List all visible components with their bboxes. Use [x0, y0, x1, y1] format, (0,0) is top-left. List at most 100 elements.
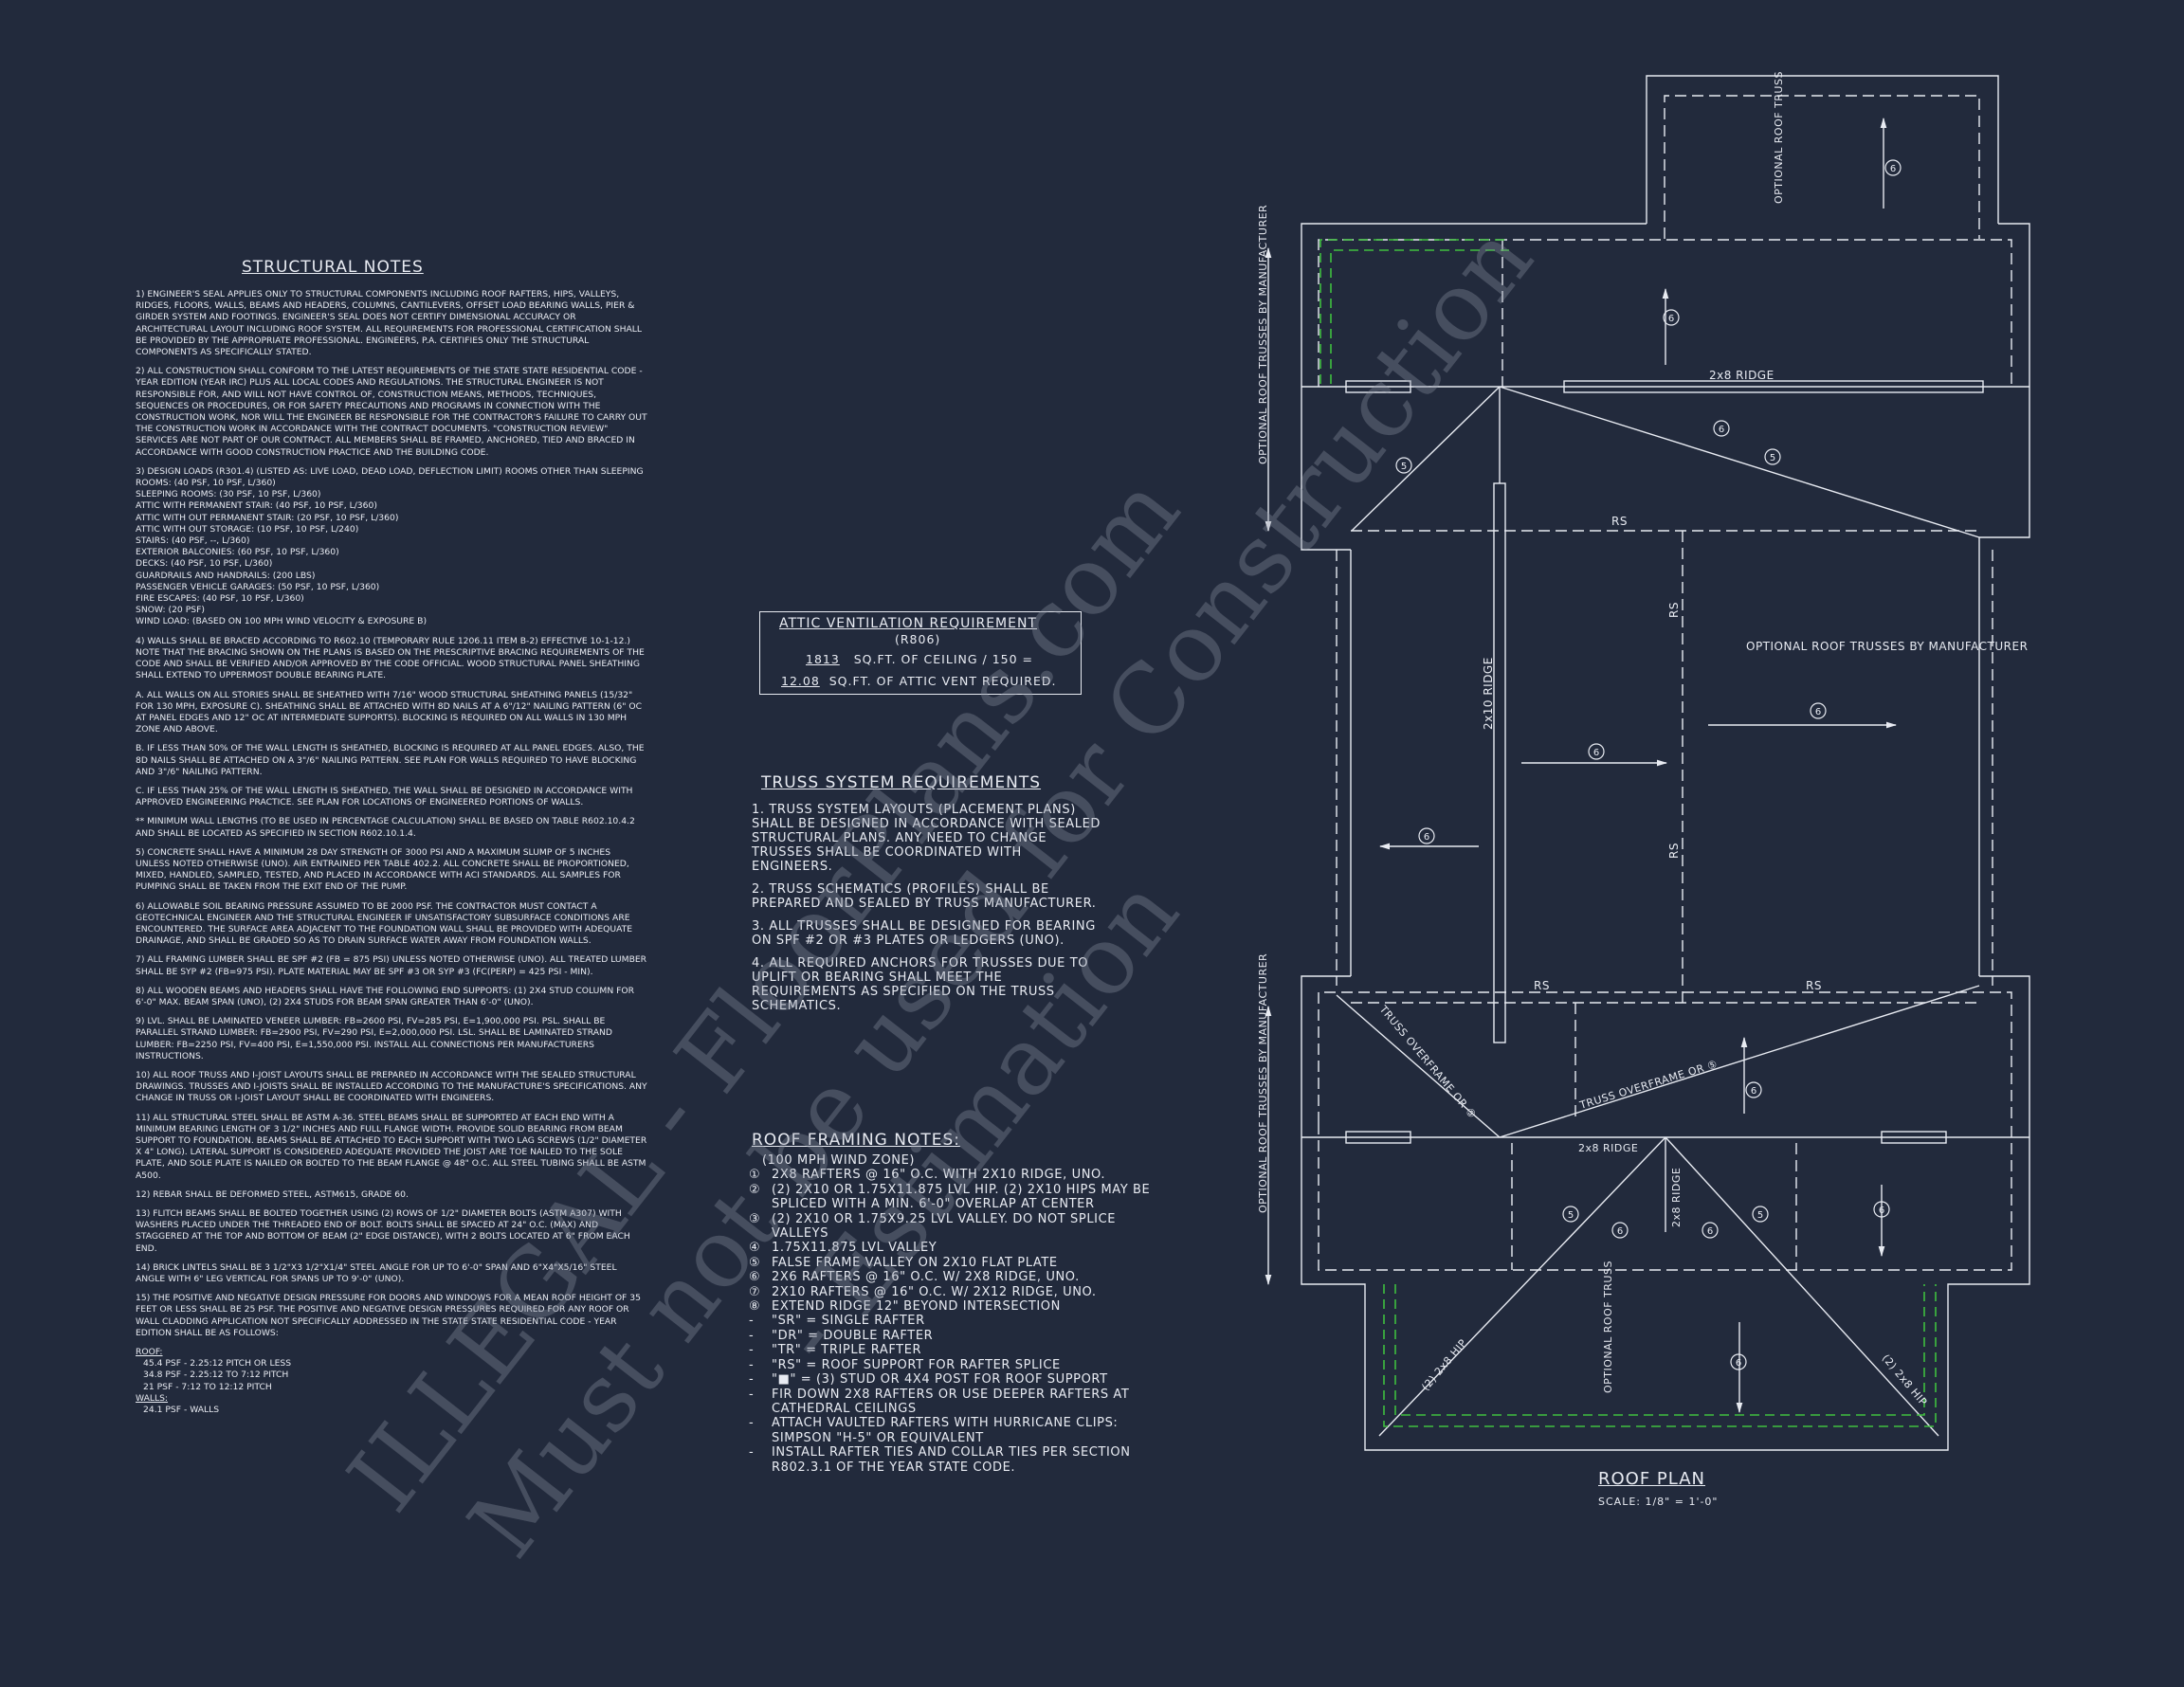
- roof-framing-item: - "SR" = SINGLE RAFTER: [749, 1314, 1175, 1328]
- roof-framing-item: ② (2) 2x10 OR 1.75x11.875 LVL HIP. (2) 2x…: [749, 1183, 1175, 1212]
- tag-5: [1764, 448, 1781, 465]
- roof-framing-item-text: 2x8 RAFTERS @ 16" O.C. WITH 2x10 RIDGE, …: [772, 1168, 1106, 1183]
- ceiling-area-row: 1813 SQ.FT. OF CEILING / 150 =: [806, 652, 1033, 666]
- attic-ventilation-box: ATTIC VENTILATION REQUIREMENT (R806) 181…: [759, 611, 1082, 695]
- tag-5: [1562, 1206, 1579, 1223]
- structural-note-paragraph: 8) ALL WOODEN BEAMS AND HEADERS SHALL HA…: [136, 985, 635, 1007]
- roof-framing-item-key: -: [749, 1357, 755, 1372]
- tag-6-label: 6: [1707, 1226, 1713, 1237]
- truss-item: 4. ALL REQUIRED ANCHORS FOR TRUSSES DUE …: [752, 956, 1089, 1013]
- label-rs-lower-left: RS: [1534, 979, 1550, 992]
- label-optional-truss-top: OPTIONAL ROOF TRUSS: [1773, 71, 1785, 204]
- roof-framing-item: - "RS" = ROOF SUPPORT FOR RAFTER SPLICE: [749, 1358, 1175, 1372]
- truss-item: 1. TRUSS SYSTEM LAYOUTS (PLACEMENT PLANS…: [752, 803, 1101, 874]
- structural-note-paragraph: a. ALL WALLS ON ALL STORIES SHALL BE SHE…: [136, 689, 643, 735]
- tag-6-label: 6: [1879, 1206, 1884, 1216]
- label-optional-trusses-left-top: OPTIONAL ROOF TRUSSES BY MANUFACTURER: [1257, 205, 1269, 464]
- roof-framing-item-text: (2) 2x10 OR 1.75x11.875 LVL HIP. (2) 2x1…: [772, 1182, 1151, 1212]
- roof-framing-item-key: ⑥: [749, 1270, 761, 1285]
- walls-pressure-label: WALLS:: [136, 1392, 169, 1404]
- tag-6: [1713, 420, 1730, 437]
- roof-framing-item: -"TR" = TRIPLE RAFTER: [749, 1343, 1175, 1357]
- tag-6: [1884, 159, 1902, 176]
- roof-framing-item-text: INSTALL RAFTER TIES AND COLLAR TIES PER …: [772, 1445, 1131, 1475]
- structural-note-paragraph: 9) LVL. SHALL BE LAMINATED VENEER LUMBER…: [136, 1016, 612, 1061]
- truss-item: 2. TRUSS SCHEMATICS (PROFILES) SHALL BE …: [752, 882, 1097, 911]
- roof-framing-item-key: -: [749, 1372, 755, 1388]
- roof-plan-drawing: 6 6 6 5 5 6 6 6 6 6 5 6 6 5 6 2x8 RIDGE …: [1257, 71, 2030, 1451]
- roof-framing-item-key: -: [749, 1416, 755, 1431]
- tag-6-label: 6: [1593, 748, 1599, 758]
- tag-6-label: 6: [1736, 1358, 1741, 1369]
- roof-framing-item-text: "SR" = SINGLE RAFTER: [772, 1314, 925, 1329]
- structural-note-paragraph: 15) THE POSITIVE AND NEGATIVE DESIGN PRE…: [136, 1293, 641, 1338]
- roof-framing-item-key: ④: [749, 1241, 761, 1256]
- roof-framing-item: - FIR DOWN 2x8 RAFTERS OR USE DEEPER RAFT…: [749, 1388, 1175, 1417]
- tag-6: [1730, 1353, 1747, 1370]
- green-overlay-upper-2: [1330, 249, 1509, 384]
- tag-6-label: 6: [1424, 832, 1429, 843]
- structural-note-paragraph: 13) FLITCH BEAMS SHALL BE BOLTED TOGETHE…: [136, 1208, 630, 1254]
- structural-note-paragraph: 6) ALLOWABLE SOIL BEARING PRESSURE ASSUM…: [136, 900, 633, 947]
- structural-note-paragraph: b. IF LESS THAN 50% OF THE WALL LENGTH I…: [136, 743, 645, 777]
- roof-framing-item-text: 1.75x11.875 LVL VALLEY: [772, 1241, 937, 1256]
- lower-wing-outline: [1301, 975, 2030, 1451]
- hip-bottom-left: [1378, 1136, 1666, 1437]
- lower-wing-eave: [1318, 1123, 2012, 1271]
- vent-area-value: 12.08: [781, 674, 820, 688]
- green-overlay-upper: [1320, 239, 1509, 384]
- upper-wing-inner: [1318, 239, 2012, 387]
- roof-pressure-line: 21 PSF - 7:12 TO 12:12 PITCH: [143, 1381, 272, 1392]
- walls-pressure-line: 24.1 PSF - WALLS: [143, 1405, 220, 1416]
- tag-circles: [1395, 159, 1902, 1370]
- label-rs-upper: RS: [1611, 515, 1628, 528]
- green-overlay-lower-2: [1394, 1284, 1925, 1416]
- roof-framing-item-key: -: [749, 1387, 755, 1402]
- roof-framing-item-key: ②: [749, 1182, 761, 1197]
- valley-lower-right: [1499, 985, 1980, 1138]
- tag-5-label: 5: [1401, 462, 1407, 472]
- roof-framing-item: ③(2) 2x10 OR 1.75x9.25 LVL VALLEY. DO NO…: [749, 1212, 1175, 1242]
- roof-framing-item-key: -: [749, 1314, 755, 1329]
- label-rs-lower-right: RS: [1806, 979, 1822, 992]
- structural-note-paragraph: 11) ALL STRUCTURAL STEEL SHALL BE ASTM A…: [136, 1112, 647, 1181]
- label-hip-left: (2) 2x8 HIP: [1419, 1336, 1469, 1392]
- valley-lower-left: [1336, 994, 1501, 1138]
- roof-framing-item-key: -: [749, 1328, 755, 1343]
- tag-5: [1752, 1206, 1769, 1223]
- tag-6: [1745, 1081, 1762, 1098]
- tag-6: [1810, 702, 1827, 719]
- top-bump-inner: [1664, 95, 1980, 239]
- roof-framing-item-text: 2x10 RAFTERS @ 16" O.C. W/ 2x12 RIDGE, U…: [772, 1284, 1097, 1299]
- tag-6-label: 6: [1617, 1226, 1623, 1237]
- label-2x10-ridge: 2x10 RIDGE: [1482, 657, 1495, 730]
- hip-bottom-right: [1665, 1136, 1939, 1437]
- structural-note-paragraph: 10) ALL ROOF TRUSS AND I-JOIST LAYOUTS S…: [136, 1069, 647, 1104]
- structural-note-paragraph: 7) ALL FRAMING LUMBER SHALL BE SPF #2 (F…: [136, 954, 647, 977]
- hip-upper-right: [1499, 386, 1980, 538]
- label-optional-trusses-left-bottom: OPTIONAL ROOF TRUSSES BY MANUFACTURER: [1257, 953, 1269, 1213]
- attic-ventilation-code: (R806): [895, 632, 941, 646]
- ridge-plate-3: [1345, 1131, 1411, 1144]
- roof-plan-title: ROOF PLAN: [1598, 1469, 1705, 1489]
- label-2x8-ridge-lower: 2x8 RIDGE: [1578, 1142, 1638, 1154]
- structural-note-paragraph: 1) ENGINEER'S SEAL APPLIES ONLY TO STRUC…: [136, 289, 643, 358]
- roof-framing-item-text: ATTACH VAULTED RAFTERS WITH HURRICANE CL…: [772, 1416, 1119, 1445]
- green-overlay-lower: [1383, 1284, 1937, 1427]
- tag-6-label: 6: [1815, 707, 1821, 717]
- label-optional-truss-bottom: OPTIONAL ROOF TRUSS: [1602, 1261, 1614, 1393]
- ridge-plate-2: [1563, 380, 1984, 393]
- label-optional-trusses-center: OPTIONAL ROOF TRUSSES BY MANUFACTURER: [1746, 640, 2028, 653]
- attic-ventilation-title: ATTIC VENTILATION REQUIREMENT: [779, 616, 1038, 631]
- ridge-plate-1: [1345, 380, 1411, 393]
- roof-framing-item-text: FIR DOWN 2x8 RAFTERS OR USE DEEPER RAFTE…: [772, 1387, 1130, 1416]
- roof-framing-item-text: "RS" = ROOF SUPPORT FOR RAFTER SPLICE: [772, 1357, 1061, 1372]
- tag-6: [1418, 827, 1435, 844]
- roof-framing-title: ROOF FRAMING NOTES:: [752, 1131, 961, 1150]
- label-rs-vertical: RS: [1667, 602, 1681, 618]
- roof-framing-subtitle: (100 MPH WIND ZONE): [762, 1153, 916, 1168]
- truss-requirements: 1. TRUSS SYSTEM LAYOUTS (PLACEMENT PLANS…: [752, 803, 1102, 1022]
- ridge-plate-4: [1881, 1131, 1947, 1144]
- tag-6-label: 6: [1890, 164, 1896, 174]
